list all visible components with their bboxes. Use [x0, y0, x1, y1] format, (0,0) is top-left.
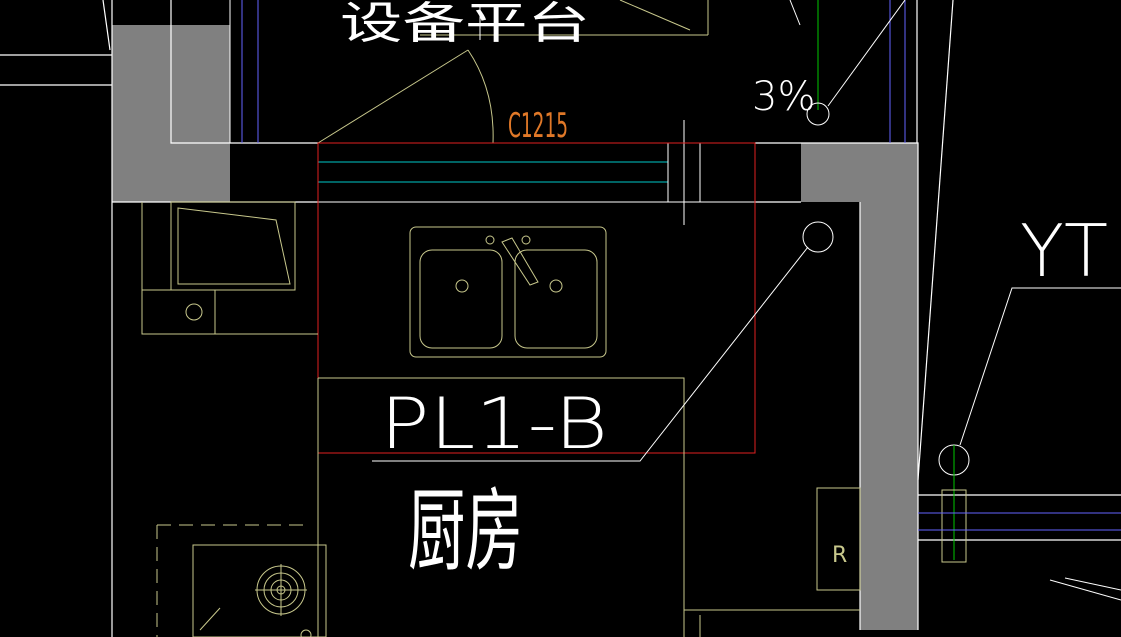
window-code-label: C1215	[508, 106, 568, 146]
fridge-mark: R	[832, 543, 847, 568]
left-cabinets[interactable]	[141, 201, 318, 335]
room-name-label: 厨房	[408, 479, 523, 584]
leader-line	[372, 221, 834, 462]
gas-stove-icon[interactable]	[156, 524, 327, 637]
slope-arrow	[789, 0, 801, 26]
selection-box[interactable]	[317, 142, 756, 454]
counter-lines	[317, 377, 860, 637]
riser-pipe-circle-icon[interactable]	[806, 0, 906, 126]
double-bowl-sink-icon[interactable]	[409, 226, 607, 358]
slope-label: 3%	[752, 74, 815, 120]
pipe-tag-label[interactable]: PL1-B	[380, 383, 608, 465]
balcony-pipe[interactable]	[918, 287, 1121, 601]
partial-tag-label: YT	[1020, 209, 1108, 293]
platform-label: 设备平台	[340, 0, 590, 49]
platform-lines	[229, 0, 906, 143]
fridge[interactable]	[816, 487, 861, 591]
